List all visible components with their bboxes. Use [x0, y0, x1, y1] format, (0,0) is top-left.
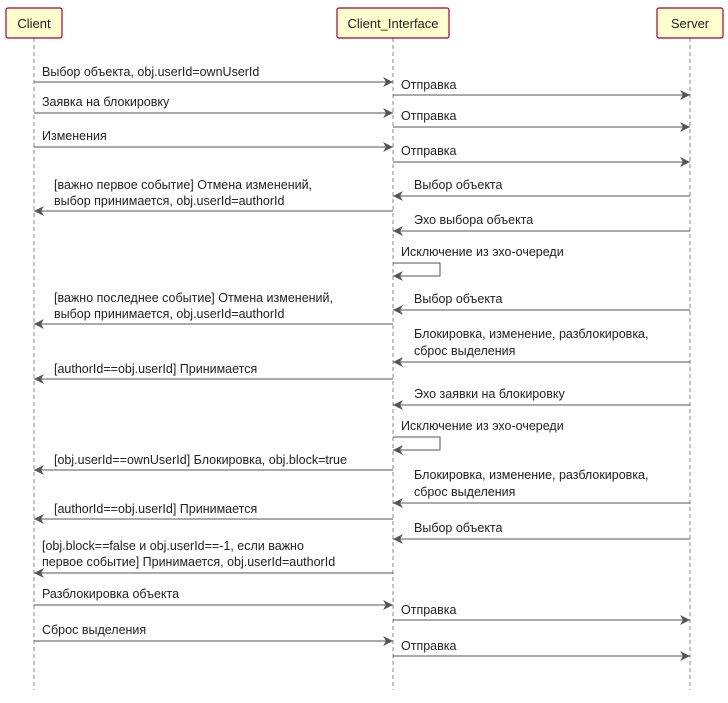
message-20: [obj.block==false и obj.userId==-1, если… [34, 539, 393, 578]
message-3: Отправка [393, 109, 690, 132]
message-0-label: Выбор объекта, obj.userId=ownUserId [42, 65, 259, 79]
message-12-label-line-2: сброс выделения [414, 344, 515, 358]
message-2: Заявка на блокировку [34, 95, 393, 118]
message-15-arrow [393, 436, 441, 455]
message-14: Эхо заявки на блокировку [393, 387, 690, 410]
message-11-label-line-2: выбор принимается, obj.userId=authorId [54, 307, 284, 321]
message-0: Выбор объекта, obj.userId=ownUserId [34, 65, 393, 87]
message-24-label: Отправка [401, 639, 457, 653]
message-23: Сброс выделения [34, 623, 393, 646]
message-21-label: Разблокировка объекта [42, 587, 179, 601]
message-14-label: Эхо заявки на блокировку [414, 387, 565, 401]
message-1: Отправка [393, 78, 690, 100]
message-19-label: Выбор объекта [414, 521, 503, 535]
message-12-label-line-1: Блокировка, изменение, разблокировка, [414, 327, 649, 341]
message-19: Выбор объекта [393, 521, 690, 544]
message-15-label: Исключение из эхо-очереди [401, 419, 564, 433]
message-16-label: [obj.userId==ownUserId] Блокировка, obj.… [54, 453, 347, 467]
message-15: Исключение из эхо-очереди [393, 419, 564, 455]
message-11: [важно последнее событие] Отмена изменен… [34, 291, 393, 329]
message-7-label-line-2: выбор принимается, obj.userId=authorId [54, 194, 284, 208]
message-24: Отправка [393, 639, 690, 661]
message-7: [важно первое событие] Отмена изменений,… [34, 178, 393, 216]
message-6: Выбор объекта [393, 178, 690, 201]
message-13-label: [authorId==obj.userId] Принимается [54, 362, 257, 376]
message-9: Исключение из эхо-очереди [393, 245, 564, 281]
message-4-label: Изменения [42, 129, 107, 143]
message-17-label-line-1: Блокировка, изменение, разблокировка, [414, 468, 649, 482]
participant-client-interface-label: Client_Interface [347, 16, 438, 31]
participant-server-label: Server [671, 16, 710, 31]
message-12: Блокировка, изменение, разблокировка, сб… [393, 327, 690, 367]
message-2-label: Заявка на блокировку [42, 95, 170, 109]
message-4: Изменения [34, 129, 393, 152]
message-11-label-line-1: [важно последнее событие] Отмена изменен… [54, 291, 333, 305]
participant-server: Server [656, 7, 724, 39]
message-9-label: Исключение из эхо-очереди [401, 245, 564, 259]
participant-client-label: Client [17, 16, 51, 31]
message-18: [authorId==obj.userId] Принимается [34, 502, 393, 524]
message-6-label: Выбор объекта [414, 178, 503, 192]
message-5: Отправка [393, 144, 690, 167]
participant-client-interface: Client_Interface [336, 7, 450, 39]
message-5-label: Отправка [401, 144, 457, 158]
message-10: Выбор объекта [393, 292, 690, 315]
message-3-label: Отправка [401, 109, 457, 123]
message-22: Отправка [393, 603, 690, 625]
message-8: Эхо выбора объекта [393, 213, 690, 236]
message-8-label: Эхо выбора объекта [414, 213, 533, 227]
message-10-label: Выбор объекта [414, 292, 503, 306]
participant-client: Client [5, 7, 63, 39]
message-1-label: Отправка [401, 78, 457, 92]
message-20-label-line-1: [obj.block==false и obj.userId==-1, если… [42, 539, 304, 553]
message-23-label: Сброс выделения [42, 623, 146, 637]
message-17: Блокировка, изменение, разблокировка, сб… [393, 468, 690, 508]
message-9-arrow [393, 262, 441, 281]
message-18-label: [authorId==obj.userId] Принимается [54, 502, 257, 516]
message-16: [obj.userId==ownUserId] Блокировка, obj.… [34, 453, 393, 475]
message-7-label-line-1: [важно первое событие] Отмена изменений, [54, 178, 312, 192]
message-20-label-line-2: первое событие] Принимается, obj.userId=… [42, 555, 335, 569]
message-17-label-line-2: сброс выделения [414, 485, 515, 499]
message-22-label: Отправка [401, 603, 457, 617]
message-13: [authorId==obj.userId] Принимается [34, 362, 393, 384]
message-21: Разблокировка объекта [34, 587, 393, 610]
